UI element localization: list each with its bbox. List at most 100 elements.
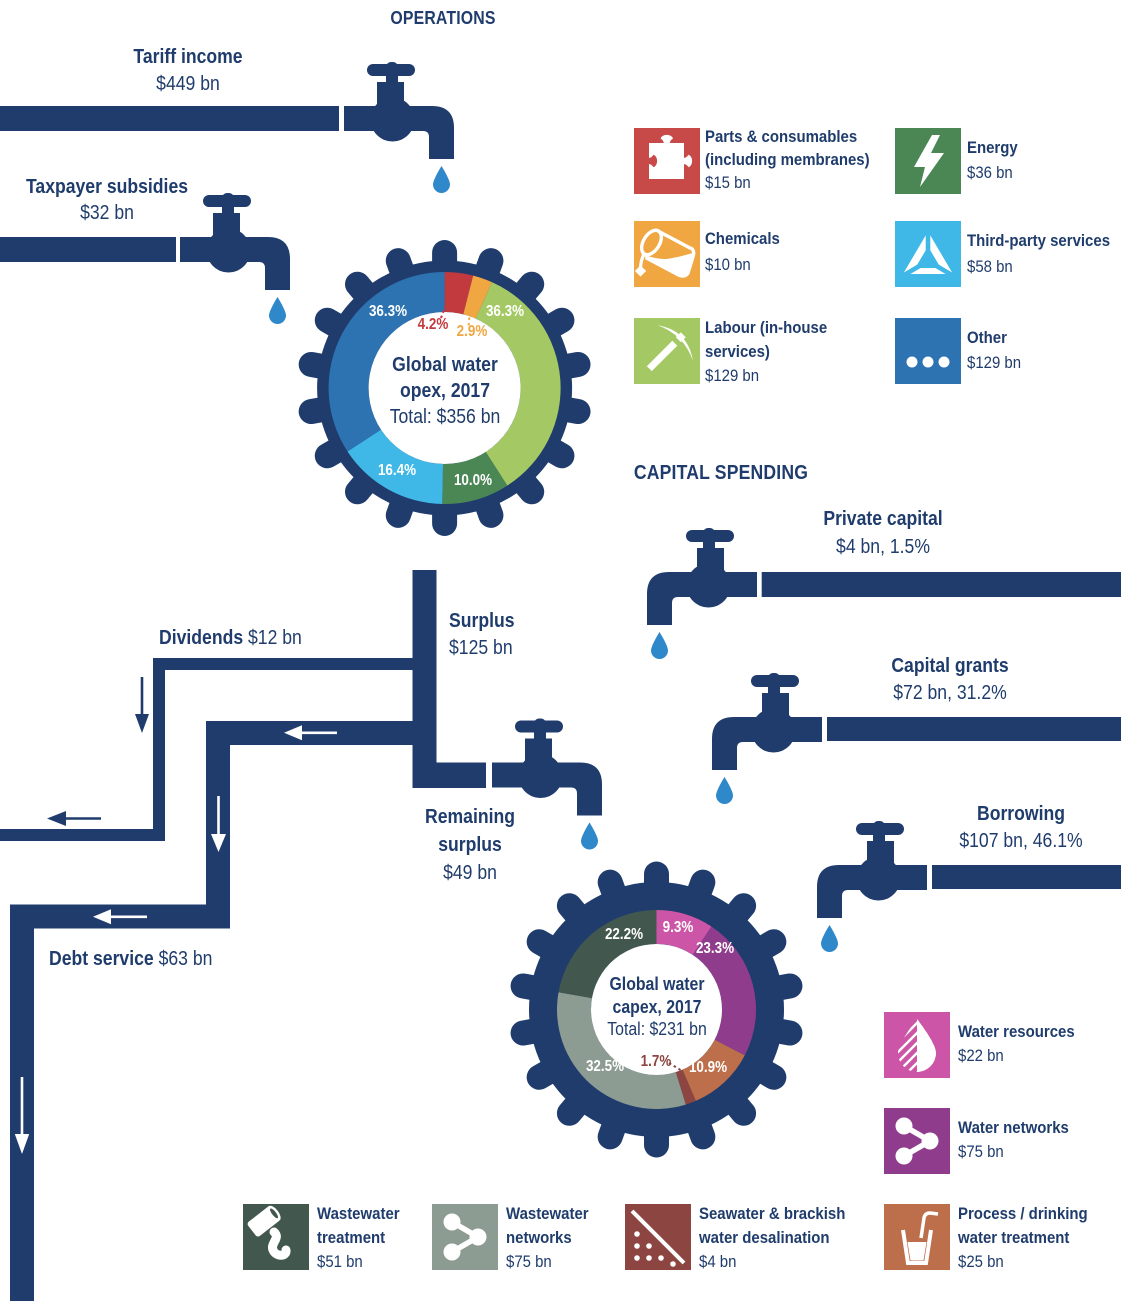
flow-arrow-debt-bottom <box>14 1077 30 1154</box>
private-capital-faucet <box>647 528 757 659</box>
legend-label: networks <box>506 1228 572 1247</box>
legend-value: $15 bn <box>705 173 751 192</box>
tariff-income-value: $449 bn <box>156 73 220 95</box>
donut-percent-label: 9.3% <box>662 919 694 936</box>
flow-arrow-debt-left <box>93 909 147 925</box>
remaining-surplus-value: $49 bn <box>443 862 497 884</box>
legend-value: $51 bn <box>317 1252 363 1271</box>
legend-label: Water resources <box>958 1022 1075 1041</box>
donut-segment <box>675 1069 696 1105</box>
beaker-icon <box>634 221 700 287</box>
remaining-surplus-faucet <box>492 718 602 850</box>
flow-arrow-dividends-down <box>135 677 149 733</box>
legend-value: $10 bn <box>705 255 751 274</box>
surplus-pipe <box>412 570 486 788</box>
puzzle-icon <box>634 128 700 194</box>
flow-arrow-debt-down <box>211 796 226 852</box>
opex-gear-chart <box>298 240 591 536</box>
legend-value: $129 bn <box>967 353 1022 372</box>
leader-chemicals <box>467 300 472 327</box>
donut-segment <box>682 1039 745 1101</box>
triangle-icon <box>895 221 961 287</box>
private-capital-pipe <box>761 572 1121 597</box>
legend-label: water desalination <box>699 1228 830 1247</box>
legend-label: Seawater & brackish <box>699 1204 846 1223</box>
capital-grants-pipe <box>827 717 1121 741</box>
surplus-value: $125 bn <box>449 637 513 659</box>
taxpayer-subsidies-value: $32 bn <box>80 202 134 224</box>
donut-segment <box>558 910 657 999</box>
legend-value: $75 bn <box>958 1142 1004 1161</box>
donut-percent-label: 10.9% <box>688 1059 728 1076</box>
legend-value: $75 bn <box>506 1252 552 1271</box>
cup-straw-icon <box>884 1204 950 1270</box>
donut-segment <box>475 282 561 486</box>
legend-value: $22 bn <box>958 1046 1004 1065</box>
taxpayer-subsidies-label: Taxpayer subsidies <box>25 176 189 198</box>
legend-label: Third-party services <box>967 231 1111 250</box>
donut-percent-label: 1.7% <box>640 1053 672 1070</box>
leader-parts-consumables <box>440 293 451 319</box>
lightning-icon <box>895 128 961 194</box>
legend-label: Chemicals <box>705 229 780 248</box>
legend-value: $25 bn <box>958 1252 1004 1271</box>
dividends-pipe <box>0 658 413 841</box>
donut-percent-label: 36.3% <box>368 303 408 320</box>
donut-percent-label: 10.0% <box>453 472 493 489</box>
legend-value: $58 bn <box>967 257 1013 276</box>
dividends-label: Dividends $12 bn <box>159 627 302 649</box>
pickaxe-icon <box>634 318 700 384</box>
legend-label: Labour (in-house <box>705 318 828 337</box>
private-capital-value: $4 bn, 1.5% <box>836 536 930 558</box>
capital-grants-value: $72 bn, 31.2% <box>893 682 1007 704</box>
legend-label: Process / drinking <box>958 1204 1088 1223</box>
donut-percent-label: 16.4% <box>377 462 417 479</box>
flow-arrow-remaining-surplus <box>284 725 337 741</box>
legend-label: Water networks <box>958 1118 1069 1137</box>
donut-segment <box>444 272 474 315</box>
half-drop-icon <box>884 1012 950 1078</box>
capital-grants-faucet <box>712 673 822 804</box>
legend-label: services) <box>705 342 770 361</box>
legend-value: $4 bn <box>699 1252 737 1271</box>
legend-label: Wastewater <box>506 1204 589 1223</box>
chart-title: opex, 2017 <box>399 380 490 402</box>
legend-label: water treatment <box>958 1228 1070 1247</box>
donut-segment <box>656 910 712 955</box>
legend-label: treatment <box>317 1228 386 1247</box>
chart-title: Global water <box>391 354 498 376</box>
chart-total: Total: $356 bn <box>389 406 500 428</box>
legend-value: $36 bn <box>967 163 1013 182</box>
donut-segment <box>347 429 444 504</box>
donut-percent-label: 4.2% <box>417 316 449 333</box>
donut-segment <box>442 451 508 505</box>
remaining-surplus-label-line1: Remaining <box>425 806 515 828</box>
flow-arrow-dividends-left <box>47 811 101 826</box>
donut-segment <box>557 992 686 1109</box>
legend-label: Energy <box>967 138 1018 157</box>
pipe-discharge-icon <box>243 1204 309 1270</box>
capital-grants-label: Capital grants <box>891 655 1009 677</box>
capex-gear-chart <box>510 861 803 1158</box>
chart-total: Total: $231 bn <box>606 1019 707 1039</box>
private-capital-label: Private capital <box>823 508 943 530</box>
borrowing-value: $107 bn, 46.1% <box>959 830 1083 852</box>
operations-heading: OPERATIONS <box>390 8 496 28</box>
taxpayer-subsidies-pipe <box>0 237 176 262</box>
dots-icon <box>895 318 961 384</box>
diagonal-dots-icon <box>625 1204 691 1270</box>
legend-label: Parts & consumables <box>705 127 858 146</box>
chart-title: Global water <box>608 974 705 994</box>
donut-percent-label: 23.3% <box>695 940 735 957</box>
borrowing-pipe <box>932 865 1121 889</box>
donut-percent-label: 32.5% <box>585 1058 625 1075</box>
donut-percent-label: 36.3% <box>485 303 525 320</box>
donut-segment <box>328 272 445 452</box>
donut-percent-label: 2.9% <box>456 323 488 340</box>
chart-title: capex, 2017 <box>612 996 701 1017</box>
legend-label: Wastewater <box>317 1204 400 1223</box>
tariff-income-pipe <box>0 106 339 131</box>
donut-percent-label: 22.2% <box>604 926 644 943</box>
tariff-income-label: Tariff income <box>133 46 243 68</box>
